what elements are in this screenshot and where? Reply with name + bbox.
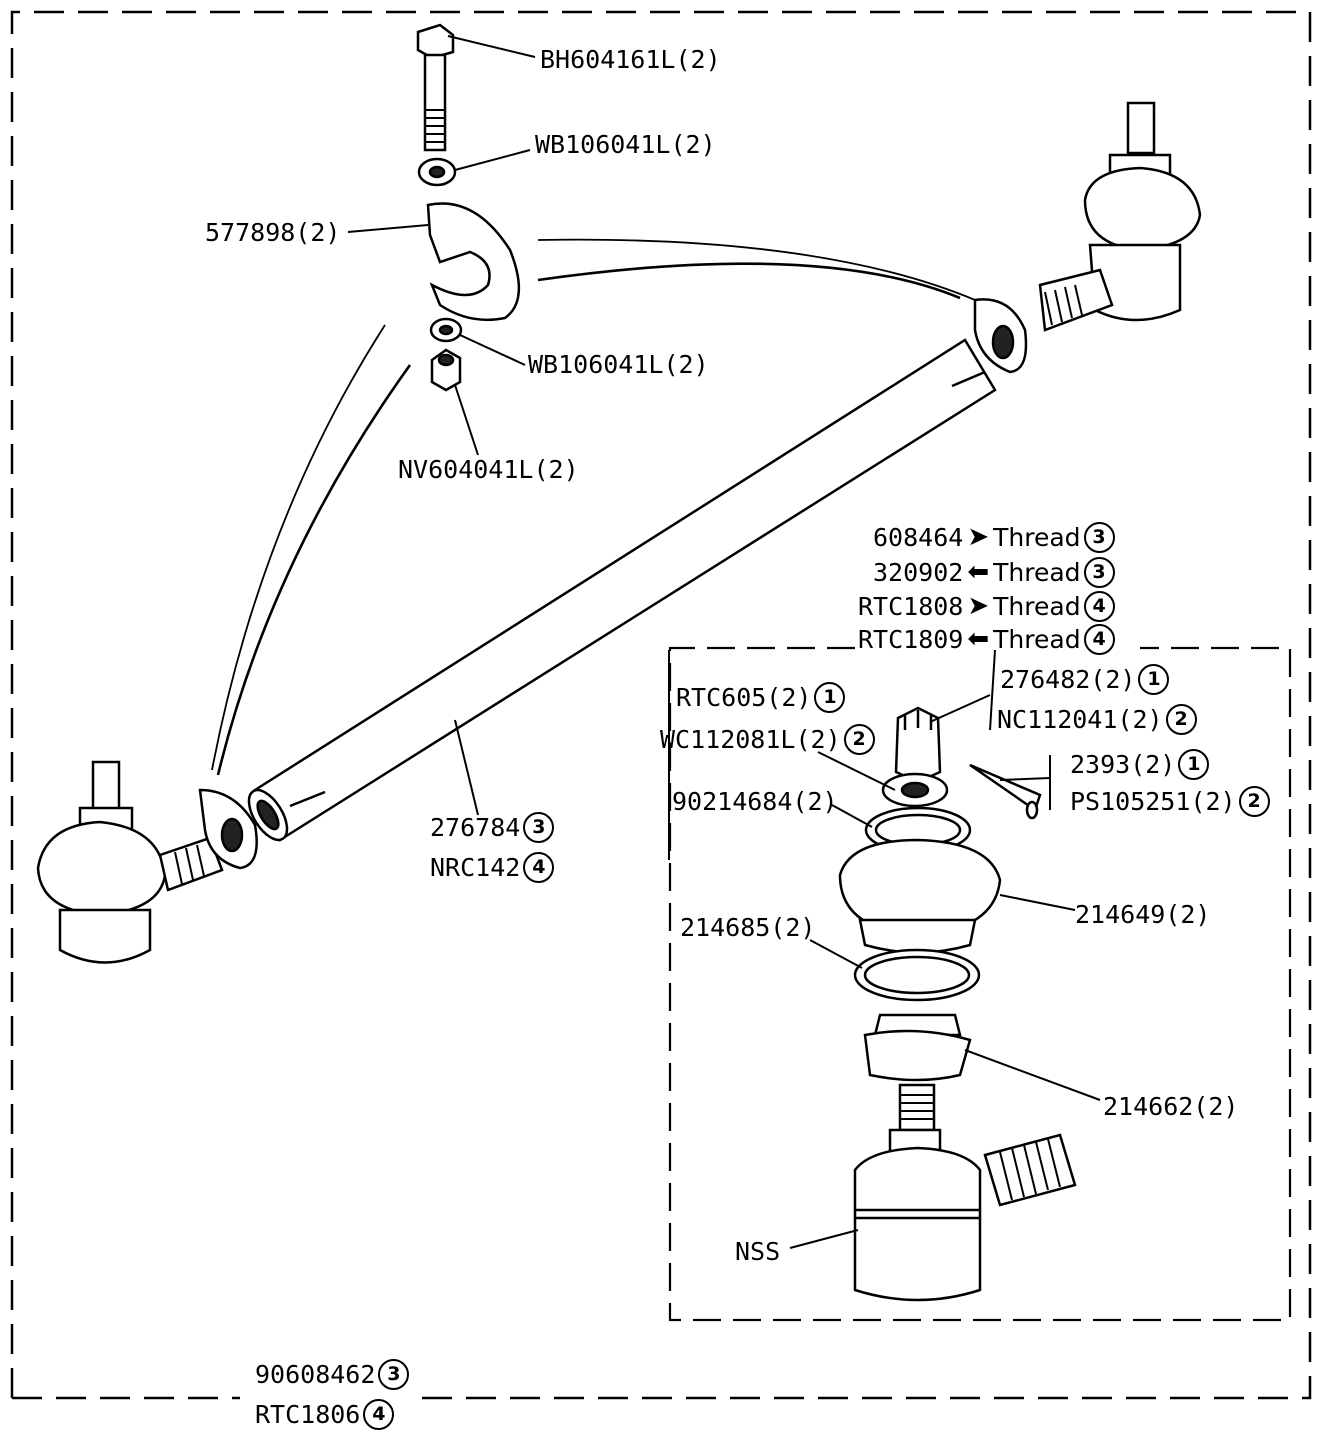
ref-circle: 2 [1238,785,1270,817]
ball-joint-left [36,760,258,964]
ring-bottom-label: 214685(2) [680,913,816,942]
tie-rod-tube [247,338,997,842]
ref-circle: 4 [523,851,555,883]
castle-nut-b-label: NC112041(2)2 [997,703,1197,737]
guide-lines [211,238,976,776]
arrow-right-icon: ➤ [967,591,990,621]
ref-circle: 2 [843,723,875,755]
ref-circle: 4 [363,1398,395,1430]
ball-joint-detail [838,706,1077,1302]
split-pin-b-label: PS105251(2)2 [1070,785,1270,819]
rtc605-label: RTC605(2)1 [676,681,846,715]
ref-circle: 3 [1083,521,1115,553]
arrow-left-icon: ⬅ [967,557,990,587]
castle-nut-a-label: 276482(2)1 [1000,663,1170,697]
seat-label: 214662(2) [1103,1092,1239,1121]
outer-frame [10,10,1312,1400]
arrow-left-icon: ⬅ [967,624,990,654]
ref-circle: 3 [378,1358,410,1390]
leader-lines [347,35,1101,1249]
ring-top-label: 90214684(2) [672,787,838,816]
clamp-part-number: 577898(2) [205,218,341,247]
ref-circle: 4 [1083,623,1115,655]
washer-bottom-part-number: WB106041L(2) [528,350,709,379]
arrow-right-icon: ➤ [967,522,990,552]
ref-circle: 2 [1165,703,1197,735]
detail-frame [668,646,1292,1322]
clamp-parts [417,157,521,392]
washer-top-part-number: WB106041L(2) [535,130,716,159]
split-pin-a-label: 2393(2)1 [1070,748,1210,782]
ref-circle: 3 [1083,556,1115,588]
wc-washer-label: WC112081L(2)2 [660,723,875,757]
ref-circle: 4 [1083,590,1115,622]
bolt-part-number: BH604161L(2) [540,45,721,74]
ref-circle: 3 [523,811,555,843]
boot-label: 214649(2) [1075,900,1211,929]
bolt [416,23,455,152]
ball-joint-right [973,101,1202,374]
housing-label: NSS [735,1237,781,1266]
ref-circle: 1 [1178,748,1210,780]
ref-circle: 1 [1138,663,1170,695]
nut-part-number: NV604041L(2) [398,455,579,484]
ref-circle: 1 [814,681,846,713]
